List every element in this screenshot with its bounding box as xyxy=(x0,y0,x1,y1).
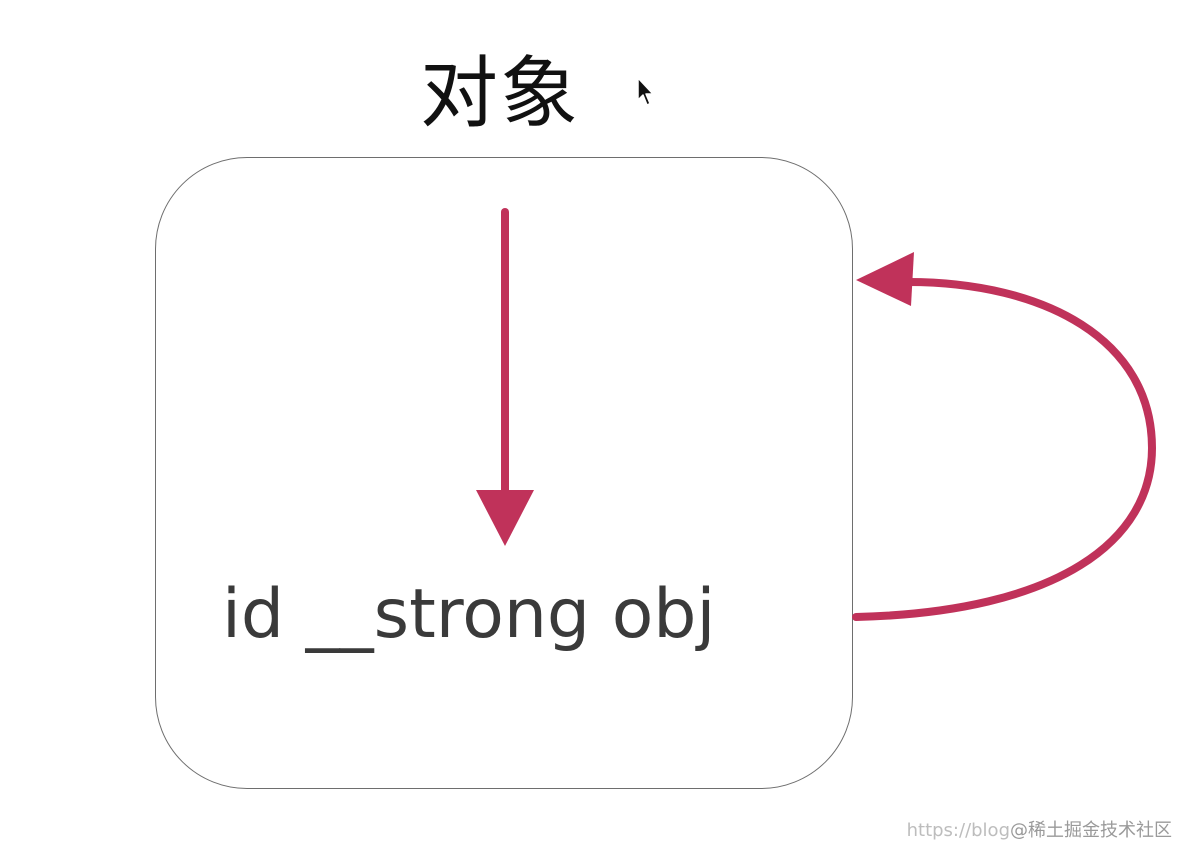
watermark-site: @稀土掘金技术社区 xyxy=(1010,820,1172,841)
object-box xyxy=(155,157,853,789)
strong-reference-label: id __strong obj xyxy=(222,575,716,654)
diagram-title: 对象 xyxy=(420,49,581,139)
mouse-cursor-icon xyxy=(637,77,654,106)
loop-arrow-curve xyxy=(852,278,1157,621)
watermark-url: https://blog xyxy=(906,820,1010,841)
watermark: https://blog@稀土掘金技术社区 xyxy=(907,816,1172,842)
loop-arrow-head xyxy=(856,252,914,306)
